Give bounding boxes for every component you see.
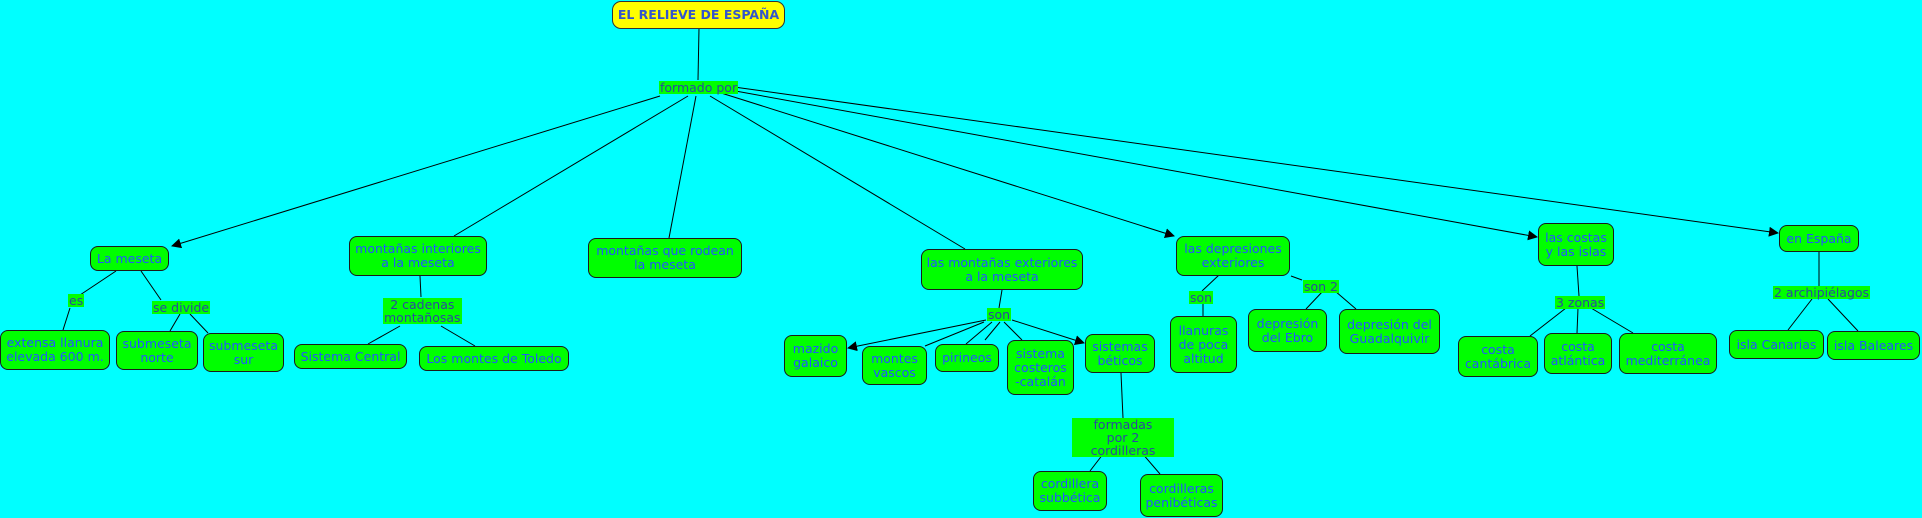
node-depresiones[interactable]: las depresiones exteriores [1176, 236, 1290, 276]
node-cordilleras-penibeticas[interactable]: cordilleras penibéticas [1140, 474, 1223, 517]
node-pirineos[interactable]: pirineos [935, 344, 999, 372]
title-node[interactable]: EL RELIEVE DE ESPAÑA [612, 1, 785, 29]
node-montes-toledo[interactable]: Los montes de Toledo [419, 346, 569, 371]
link-formado-espana [733, 86, 1779, 237]
node-costa-cantabrica[interactable]: costa cantábrica [1458, 336, 1538, 377]
link-formado-costas [729, 89, 1538, 241]
node-llanuras-poca-altitud[interactable]: llanuras de poca altitud [1170, 316, 1237, 373]
node-montanas-exteriores[interactable]: las montañas exteriores a la meseta [921, 249, 1083, 290]
node-depresion-ebro[interactable]: depresión del Ebro [1248, 309, 1327, 352]
node-cordillera-subbetica[interactable]: cordillera subbética [1033, 471, 1107, 511]
link-label-formado-por: formado por [659, 80, 739, 95]
link-label-3-zonas: 3 zonas [1555, 295, 1606, 310]
node-depresion-guadalquivir[interactable]: depresión del Guadalquivir [1339, 309, 1440, 354]
node-costa-atlantica[interactable]: costa atlántica [1544, 333, 1612, 374]
node-costa-mediterranea[interactable]: costa mediterránea [1619, 333, 1717, 374]
link-label-es: es [68, 293, 85, 308]
link-formado-rodean [668, 95, 697, 239]
node-sistema-costero-catalan[interactable]: sistema costeros -catalán [1007, 340, 1074, 395]
node-mazido-galaico[interactable]: mazido galaico [784, 335, 847, 377]
link-label-se-divide: se divide [152, 300, 211, 315]
node-submeseta-sur[interactable]: submeseta sur [203, 333, 284, 372]
node-isla-baleares[interactable]: isla Baleares [1827, 331, 1920, 360]
node-montanas-rodean[interactable]: montañas que rodean la meseta [588, 238, 742, 278]
node-extensa-llanura[interactable]: extensa llanura elevada 600 m. [0, 330, 110, 370]
link-formado-depresiones [717, 91, 1175, 239]
link-formado-exteriores [709, 95, 966, 250]
link-label-2-archipielagos: 2 archipiélagos [1773, 285, 1871, 300]
link-label-son-exteriores: son [987, 307, 1012, 322]
link-label-formadas: formadas por 2 cordilleras [1072, 418, 1174, 457]
node-meseta[interactable]: La meseta [90, 246, 169, 271]
node-sistema-central[interactable]: Sistema Central [294, 344, 407, 369]
link-formado-meseta [171, 95, 661, 249]
link-label-son-depresiones: son [1189, 290, 1214, 305]
link-title-formado [697, 27, 700, 81]
link-label-son-2: son 2 [1303, 279, 1340, 294]
node-submeseta-norte[interactable]: submeseta norte [116, 331, 198, 370]
node-en-espana[interactable]: en España [1779, 225, 1859, 252]
node-montes-vascos[interactable]: montes vascos [862, 346, 927, 385]
link-label-cadenas: 2 cadenas montañosas [383, 297, 462, 325]
node-montanas-interiores[interactable]: montañas interiores a la meseta [349, 236, 487, 276]
node-isla-canarias[interactable]: isla Canarias [1729, 330, 1824, 359]
node-costas-islas[interactable]: las costas y las islas [1538, 223, 1614, 266]
node-sistemas-beticos[interactable]: sistemas béticos [1085, 334, 1155, 373]
link-formado-interiores [453, 95, 689, 237]
